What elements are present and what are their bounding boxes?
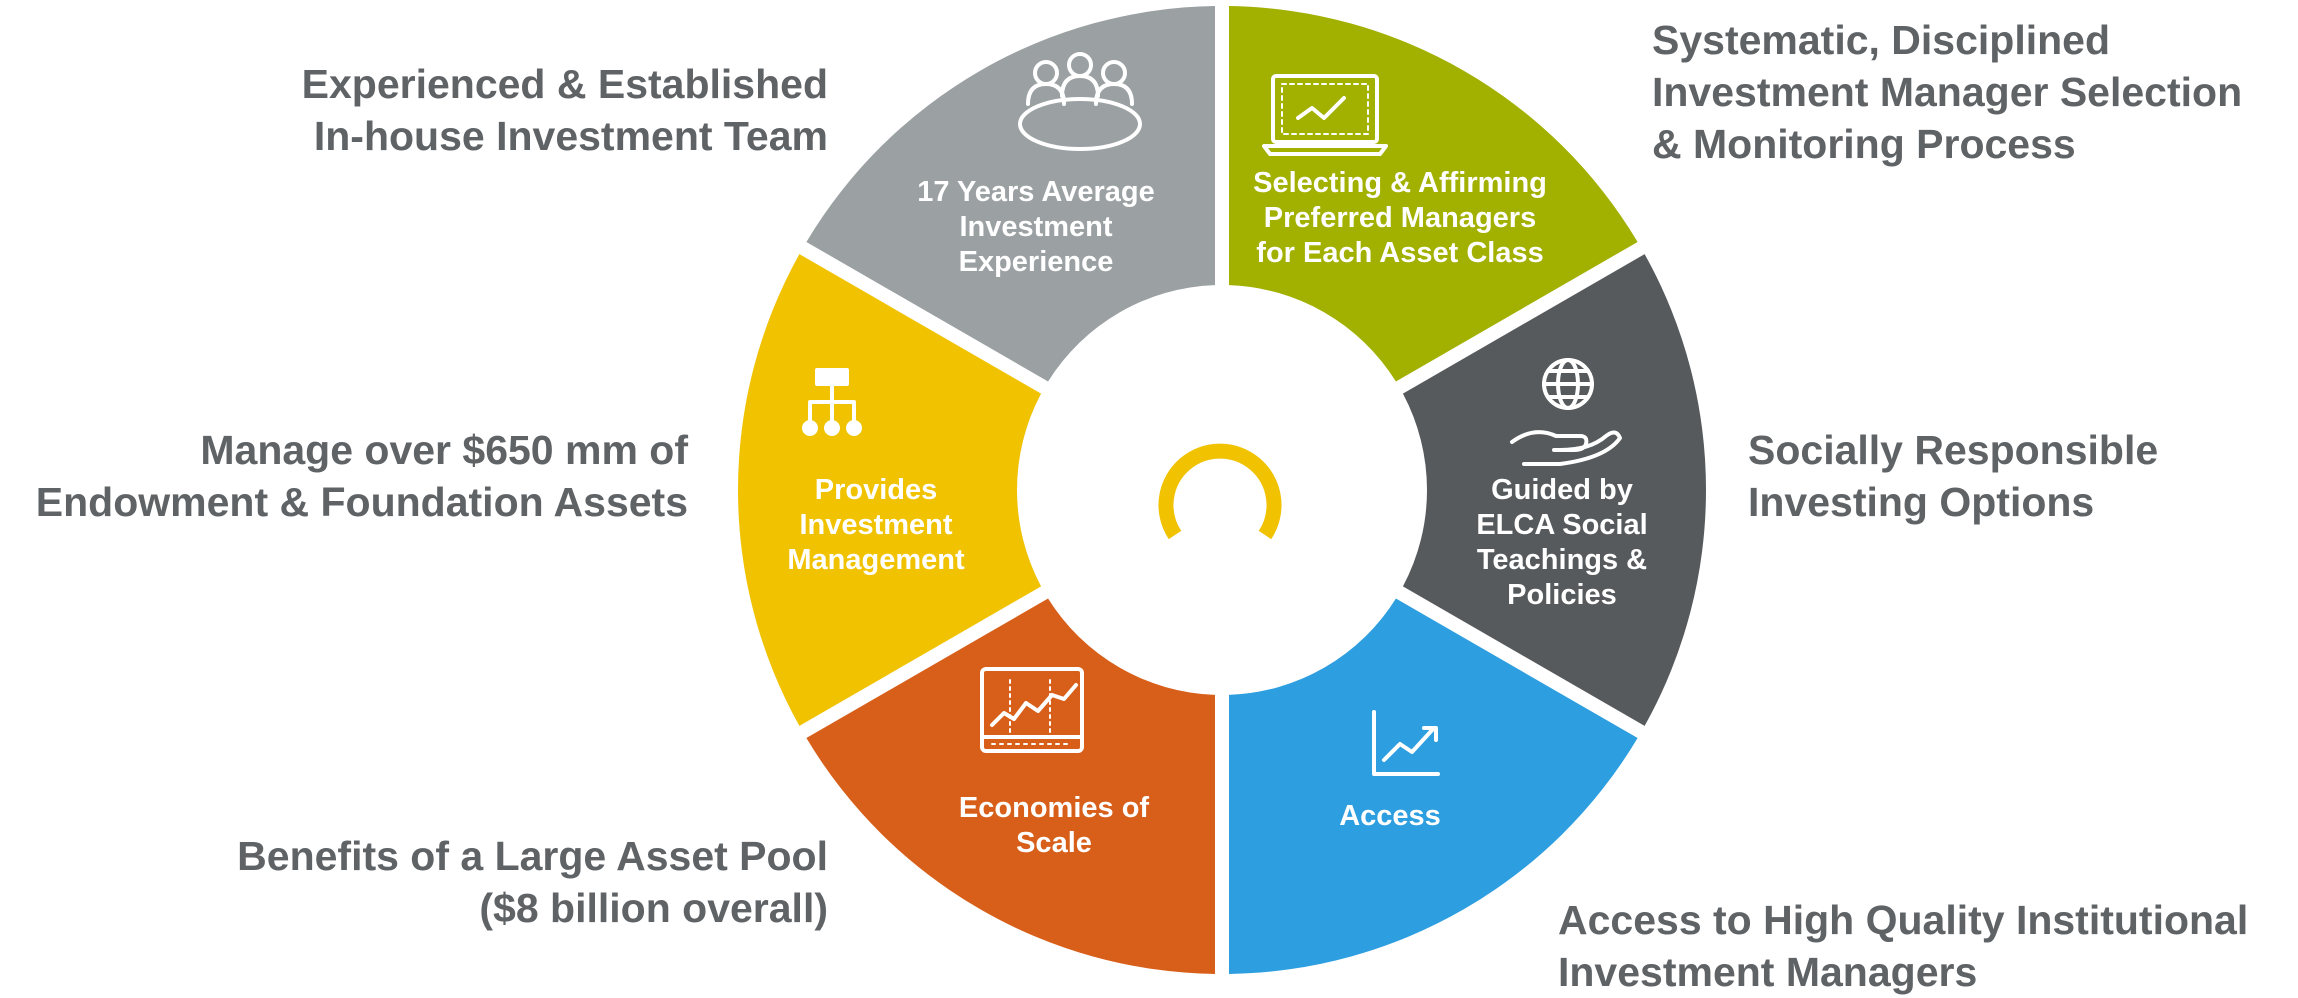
segment-access — [1402, 254, 1706, 726]
outer-label-scale: Benefits of a Large Asset Pool($8 billio… — [237, 833, 828, 931]
globe-hand-icon — [1510, 358, 1622, 466]
segment-management — [806, 598, 1215, 974]
org-chart-icon — [802, 368, 862, 436]
segment-sri — [1229, 6, 1638, 382]
segment-selection — [806, 6, 1215, 382]
center-logo-ring — [1158, 443, 1282, 540]
laptop-chart-icon — [1262, 74, 1388, 156]
team-meeting-icon — [1018, 52, 1142, 151]
segment-scale — [1229, 598, 1638, 974]
segment-label-access: Access — [1339, 800, 1441, 832]
growth-chart-icon — [1372, 710, 1440, 776]
monitor-chart-icon — [980, 667, 1084, 753]
segment-team — [738, 254, 1042, 726]
